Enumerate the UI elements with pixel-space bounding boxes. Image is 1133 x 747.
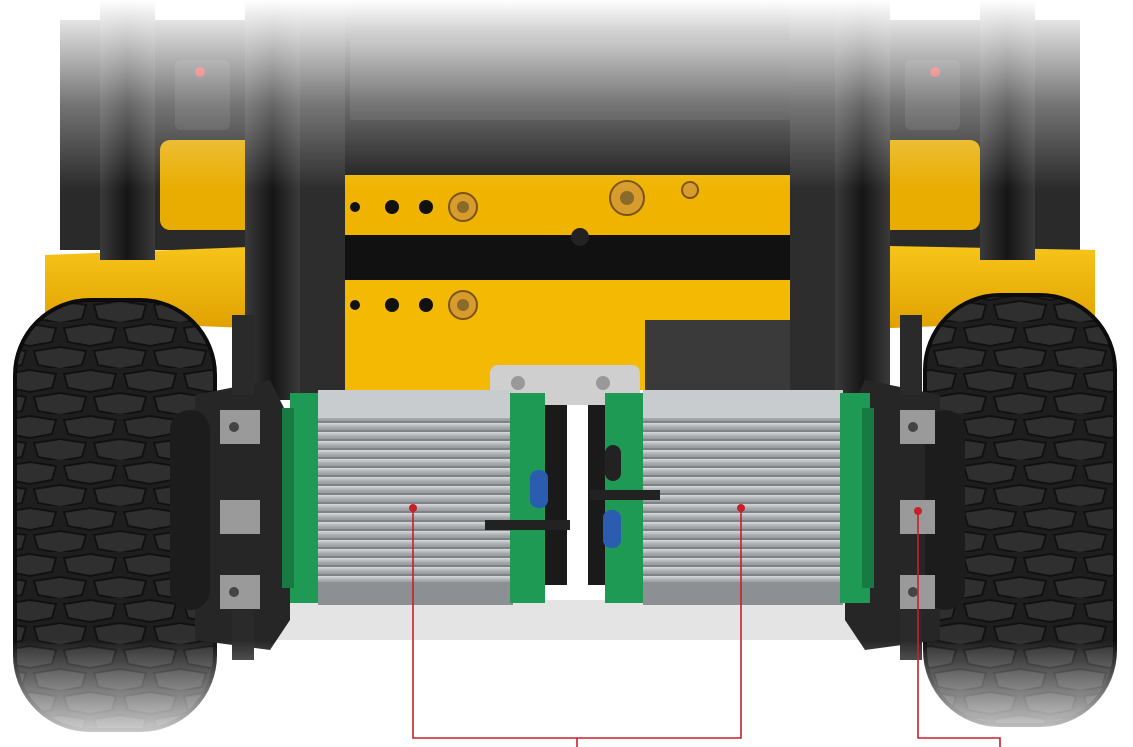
left-motor-callout-dot bbox=[409, 504, 417, 512]
left-wheel-hub bbox=[170, 315, 290, 660]
hub-callout-line bbox=[917, 511, 1001, 747]
right-motor-callout-dot bbox=[737, 504, 745, 512]
ground-fade-overlay bbox=[0, 640, 1133, 747]
callout-markers bbox=[409, 504, 922, 515]
top-fade-overlay bbox=[0, 0, 1133, 190]
right-drive-motor bbox=[588, 390, 874, 605]
callout-leader-lines bbox=[412, 508, 1001, 747]
hub-callout-dot bbox=[914, 507, 922, 515]
left-drive-motor bbox=[282, 390, 570, 605]
